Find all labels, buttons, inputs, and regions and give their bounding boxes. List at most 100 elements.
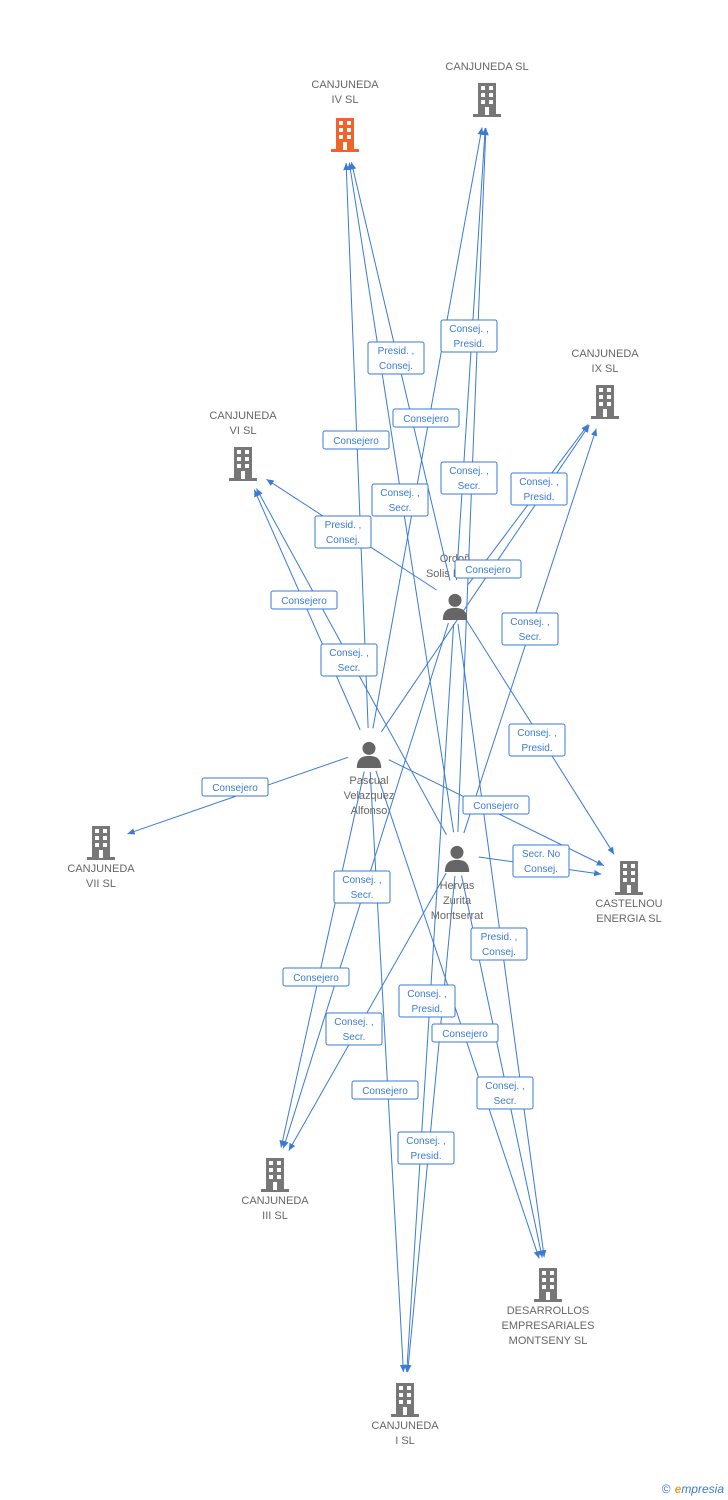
edge-pasc-vi [253,489,361,731]
node-label: Alfonso [351,805,388,817]
edge-label-text: Secr. [458,481,481,492]
node-label: CANJUNEDA [371,1420,439,1432]
company-node-i[interactable]: CANJUNEDA I SL [371,1383,439,1447]
edge-label-text: Secr. No [522,849,561,860]
edge-label-text: Consejero [362,1086,408,1097]
edge-label-pasc-des[interactable]: Consej. ,Secr. [325,1012,383,1046]
edge-label-box [392,408,460,428]
edge-label-ordo-vi[interactable]: Presid. ,Consej. [314,515,372,549]
edge-label-ordo-sl[interactable]: Consej. , Secr. [440,461,498,495]
edge-label-pasc-iv[interactable]: Consejero [322,430,390,450]
edge-label-text: Presid. [521,743,552,754]
edge-label-text: Consej. , [407,989,446,1000]
edge-label-box [397,1131,455,1165]
edge-label-pasc-cast[interactable]: Consejero [462,795,530,815]
footer-brand[interactable]: ©empresia [662,1482,724,1496]
node-label: Pascual [349,775,388,787]
node-label: CANJUNEDA [571,348,639,360]
edge-label-pasc-i[interactable]: Consejero [351,1080,419,1100]
building-icon [391,1383,419,1417]
edge-label-text: Secr. [338,663,361,674]
edge-label-text: Presid. , [481,932,518,943]
edge-label-pasc-iii[interactable]: Consejero [282,967,350,987]
edge-label-ordo-i[interactable]: Consej. , Presid. [398,984,456,1018]
edge-label-herv-sl[interactable]: Consejero [392,408,460,428]
node-label: VI SL [230,425,257,437]
company-node-vi[interactable]: CANJUNEDA VI SL [209,410,277,481]
edge-label-text: Presid. [411,1004,442,1015]
edge-label-herv-vi[interactable]: Consej. ,Secr. [320,643,378,677]
edge-label-text: Consejero [473,801,519,812]
edge-label-text: Consej. , [342,875,381,886]
edge-herv-iii [288,872,447,1151]
edge-label-box [371,483,429,517]
edge-label-herv-ix[interactable]: Consej. , Secr. [501,612,559,646]
edge-label-pasc-vi[interactable]: Consejero [270,590,338,610]
edge-label-ordo-ix[interactable]: Consejero [454,559,522,579]
brand-logo: empresia [674,1482,724,1496]
edge-label-text: Consej. [379,361,413,372]
edge-label-box [201,777,269,797]
edge-label-text: Secr. [343,1032,366,1043]
person-icon [356,741,382,768]
edge-label-box [322,430,390,450]
edge-label-text: Consej. , [517,728,556,739]
edge-label-pasc-vii[interactable]: Consejero [201,777,269,797]
edge-pasc-sl [372,127,484,729]
building-icon [473,83,501,117]
edge-label-box [440,461,498,495]
node-label: Velazquez [344,790,395,802]
edge-label-herv-iv[interactable]: Presid. ,Consej. [367,341,425,375]
edge-label-herv-i[interactable]: Consejero [431,1023,499,1043]
edge-label-pasc-ix[interactable]: Consej. , Presid. [508,723,566,757]
edge-label-text: Consej. , [510,617,549,628]
node-label: VII SL [86,878,116,890]
edge-label-ordo-cast[interactable]: Consej. ,Presid. [510,472,568,506]
edge-label-text: Consej. , [449,324,488,335]
company-node-sl[interactable]: CANJUNEDA SL [445,61,529,117]
edge-label-ordo-iii[interactable]: Consej. , Secr. [333,870,391,904]
person-icon [442,593,468,620]
building-icon [261,1158,289,1192]
edge-label-text: Secr. [494,1096,517,1107]
edge-label-text: Consejero [465,565,511,576]
edge-label-herv-des[interactable]: Consej. ,Secr. [476,1076,534,1110]
edge-label-text: Consejero [442,1029,488,1040]
edge-label-text: Presid. [523,492,554,503]
edge-label-ordo-iv[interactable]: Consej. ,Secr. [371,483,429,517]
edge-label-ordo-des[interactable]: Presid. , Consej. [470,927,528,961]
edge-label-box [320,643,378,677]
edge-label-box [462,795,530,815]
node-label: EMPRESARIALES [502,1320,595,1332]
edge-label-box [398,984,456,1018]
edge-label-box [440,319,498,353]
node-label: CANJUNEDA [241,1195,309,1207]
edge-label-box [282,967,350,987]
edge-label-box [314,515,372,549]
edge-label-text: Consej. , [449,466,488,477]
edge-label-text: Presid. [453,339,484,350]
node-label: CANJUNEDA [209,410,277,422]
edge-label-pasc-sl[interactable]: Consej. , Presid. [440,319,498,353]
edge-label-herv-iii[interactable]: Consej. ,Presid. [397,1131,455,1165]
node-label: CANJUNEDA SL [445,61,528,73]
edge-ordo-sl [455,127,488,581]
edge-label-box [476,1076,534,1110]
edge-label-text: Secr. [351,890,374,901]
edge-label-text: Consej. [482,947,516,958]
edge-label-text: Secr. [519,632,542,643]
node-label: I SL [395,1435,415,1447]
node-label: CANJUNEDA [311,79,379,91]
node-label: ENERGIA SL [596,913,661,925]
building-icon [87,826,115,860]
